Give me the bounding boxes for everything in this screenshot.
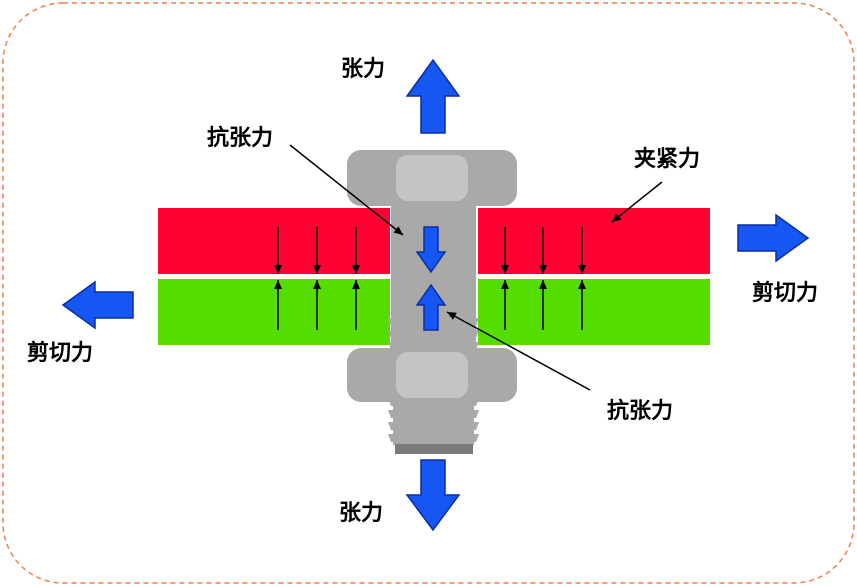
anti-tension-down-arrow [415,226,447,274]
lower-plate-left [158,279,390,345]
bolt-tip [395,444,473,454]
bolt-head-face [396,155,468,201]
label-anti-tension-top: 抗张力 [207,125,273,151]
upper-plate-left [158,208,390,274]
upper-plate-right [478,208,710,274]
label-clamping-force: 夹紧力 [634,147,700,172]
tension-up-arrow [405,58,461,134]
label-shear-left: 剪切力 [27,340,93,366]
tension-down-arrow [405,459,461,532]
leader-clamping-force [611,181,663,223]
leader-anti-tension-bottom [446,311,591,391]
lower-plate-right [478,279,710,345]
label-tension-top: 张力 [341,57,385,82]
shear-left-arrow [61,280,134,330]
anti-tension-up-arrow [415,283,447,331]
label-shear-right: 剪切力 [752,280,818,306]
shear-right-arrow [737,213,810,263]
leader-anti-tension-top [289,144,404,236]
clamp-arrows [274,227,586,330]
nut-face [396,352,468,398]
label-tension-bottom: 张力 [339,501,383,526]
label-anti-tension-bottom: 抗张力 [607,398,673,424]
bolt-threads [388,318,479,445]
